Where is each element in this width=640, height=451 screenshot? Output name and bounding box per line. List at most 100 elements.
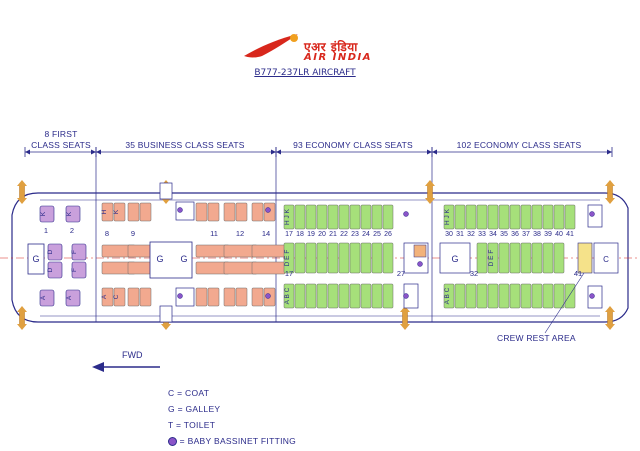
business-seat bbox=[113, 202, 126, 222]
bassinet-icon bbox=[403, 211, 409, 217]
galley bbox=[159, 305, 173, 323]
galley bbox=[159, 182, 173, 200]
row-number: 22 bbox=[340, 231, 348, 238]
row-number: 32 bbox=[467, 231, 475, 238]
galley-label: G bbox=[451, 254, 458, 264]
business-seat bbox=[195, 202, 208, 222]
economy-seat bbox=[382, 283, 394, 309]
exit-door-icon bbox=[427, 184, 433, 200]
brand-name-hindi: एअर इंडिया bbox=[304, 40, 358, 54]
legend-toilet: T = TOILET bbox=[168, 420, 216, 430]
seat-letter: F bbox=[71, 250, 78, 254]
economy-seat bbox=[371, 242, 383, 274]
bassinet-icon bbox=[265, 207, 271, 213]
coat-label: C bbox=[603, 255, 609, 264]
economy-seat bbox=[531, 242, 543, 274]
section-economy2-label: 102 ECONOMY CLASS SEATS bbox=[456, 140, 582, 150]
economy-seat bbox=[465, 204, 477, 230]
seat-letter: H J K bbox=[444, 208, 451, 225]
exit-door-icon-tail bbox=[400, 324, 410, 330]
business-seat bbox=[101, 202, 114, 222]
exit-door-icon bbox=[607, 310, 613, 326]
economy-seat bbox=[338, 204, 350, 230]
seat-letter: C bbox=[113, 294, 120, 299]
first-seat bbox=[47, 243, 63, 261]
business-seat bbox=[207, 202, 220, 222]
economy-seat bbox=[520, 283, 532, 309]
dimension-arrow-icon bbox=[276, 149, 281, 155]
first-seat bbox=[71, 243, 87, 261]
section-business-label: 35 BUSINESS CLASS SEATS bbox=[125, 140, 245, 150]
economy-seat bbox=[498, 242, 510, 274]
row-number: 31 bbox=[456, 231, 464, 238]
seat-letter: F bbox=[71, 268, 78, 272]
row-number: 35 bbox=[500, 231, 508, 238]
business-seat bbox=[113, 287, 126, 307]
aircraft-title: B777-237LR AIRCRAFT bbox=[254, 68, 356, 78]
crew-seat bbox=[413, 244, 427, 258]
seat-letter: D E F bbox=[284, 250, 291, 267]
economy-seat bbox=[338, 242, 350, 274]
row-number: 21 bbox=[329, 231, 337, 238]
row-number: 12 bbox=[236, 229, 244, 238]
economy-seat bbox=[371, 283, 383, 309]
row-number: 19 bbox=[307, 231, 315, 238]
seat-letter: K bbox=[66, 211, 73, 216]
economy-seat bbox=[360, 283, 372, 309]
row-number: 24 bbox=[362, 231, 370, 238]
fwd-label: FWD bbox=[122, 350, 143, 360]
row-number: 30 bbox=[445, 231, 453, 238]
economy-seat bbox=[316, 283, 328, 309]
bassinet-icon bbox=[177, 293, 183, 299]
crew-rest-label: CREW REST AREA bbox=[497, 333, 576, 343]
economy-seat bbox=[498, 283, 510, 309]
dimension-arrow-icon bbox=[432, 149, 437, 155]
seat-letter: A bbox=[101, 294, 108, 299]
seat-letter: A B C bbox=[444, 287, 451, 304]
row-number: 27 bbox=[397, 269, 405, 278]
exit-door-icon-tail bbox=[425, 198, 435, 204]
economy-seat bbox=[305, 242, 317, 274]
economy-seat bbox=[349, 204, 361, 230]
bassinet-icon bbox=[265, 293, 271, 299]
exit-door-icon-tail bbox=[161, 198, 171, 204]
economy-seat bbox=[476, 283, 488, 309]
seat-letter: D bbox=[47, 249, 54, 254]
economy-seat bbox=[542, 204, 554, 230]
economy-seat bbox=[349, 283, 361, 309]
economy-seat bbox=[476, 242, 488, 274]
legend-bassinet: = BABY BASSINET FITTING bbox=[168, 436, 296, 447]
economy-seat bbox=[327, 283, 339, 309]
economy-seat bbox=[454, 204, 466, 230]
seat-letter: A B C bbox=[284, 287, 291, 304]
business-seat bbox=[101, 287, 114, 307]
row-number: 37 bbox=[522, 231, 530, 238]
economy-seat bbox=[305, 283, 317, 309]
exit-door-icon-tail bbox=[17, 198, 27, 204]
exit-door-icon-head bbox=[605, 306, 615, 312]
economy-seat bbox=[542, 242, 554, 274]
economy-seat bbox=[294, 204, 306, 230]
seat-letter: D bbox=[47, 267, 54, 272]
dimension-arrow-icon bbox=[427, 149, 432, 155]
economy-seat bbox=[465, 283, 477, 309]
brand-name-english: AIR INDIA bbox=[304, 52, 372, 63]
toilet bbox=[175, 287, 195, 307]
galley bbox=[439, 242, 471, 274]
economy-seat bbox=[294, 242, 306, 274]
dimension-arrow-icon bbox=[96, 149, 101, 155]
seat-letter: K bbox=[40, 211, 47, 216]
economy-seat bbox=[487, 204, 499, 230]
forward-arrow-icon bbox=[92, 362, 160, 372]
first-seat bbox=[39, 205, 55, 223]
galley-label: G bbox=[32, 254, 39, 264]
economy-seat bbox=[338, 283, 350, 309]
economy-seat bbox=[553, 242, 565, 274]
fuselage-outline bbox=[11, 192, 629, 323]
row-number: 41 bbox=[566, 231, 574, 238]
seat-letter: D E F bbox=[488, 250, 495, 267]
business-seat bbox=[127, 202, 140, 222]
exit-door-icon bbox=[19, 184, 25, 200]
